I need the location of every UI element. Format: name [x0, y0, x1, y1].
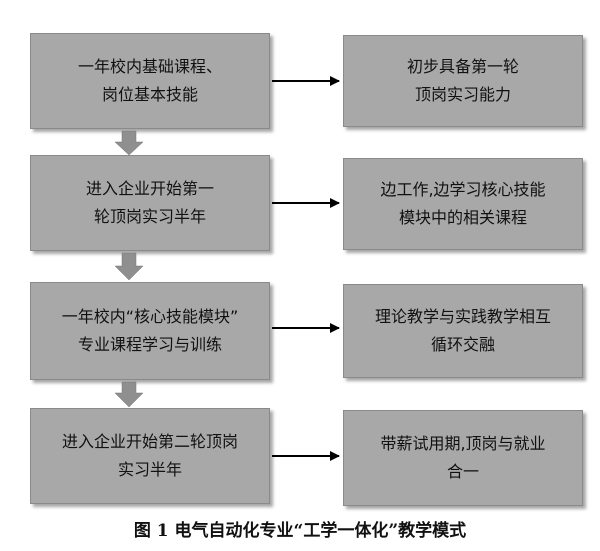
step-4-line-2: 实习半年 [117, 460, 182, 479]
outcome-box-2: 边工作,边学习核心技能 模块中的相关课程 [343, 158, 583, 250]
outcome-1-line-2: 顶岗实习能力 [414, 85, 511, 104]
outcome-1-line-1: 初步具备第一轮 [406, 57, 519, 76]
step-box-1: 一年校内基础课程、 岗位基本技能 [30, 33, 270, 129]
step-box-3: 一年校内“核心技能模块” 专业课程学习与训练 [30, 282, 270, 380]
outcome-2-line-1: 边工作,边学习核心技能 [380, 180, 546, 199]
step-box-4: 进入企业开始第二轮顶岗 实习半年 [30, 408, 270, 504]
down-arrow-3 [114, 381, 144, 408]
step-2-line-1: 进入企业开始第一 [85, 179, 214, 198]
step-3-line-2: 专业课程学习与训练 [77, 335, 222, 354]
step-4-line-1: 进入企业开始第二轮顶岗 [61, 432, 238, 451]
step-1-line-1: 一年校内基础课程、 [77, 57, 222, 76]
outcome-box-3: 理论教学与实践教学相互 循环交融 [343, 284, 583, 378]
down-arrow-1 [114, 130, 144, 156]
outcome-box-4: 带薪试用期,顶岗与就业 合一 [343, 410, 583, 506]
figure-caption: 图 1 电气自动化专业“工学一体化”教学模式 [133, 521, 467, 541]
outcome-box-1: 初步具备第一轮 顶岗实习能力 [343, 35, 583, 127]
outcome-4-line-2: 合一 [446, 462, 479, 481]
outcome-3-line-1: 理论教学与实践教学相互 [374, 307, 551, 326]
outcome-4-line-1: 带薪试用期,顶岗与就业 [380, 434, 546, 453]
step-2-line-2: 轮顶岗实习半年 [93, 207, 206, 226]
step-3-line-1: 一年校内“核心技能模块” [61, 307, 239, 326]
down-arrow-2 [114, 252, 144, 281]
outcome-3-line-2: 循环交融 [430, 335, 495, 354]
step-1-line-2: 岗位基本技能 [101, 85, 198, 104]
step-box-2: 进入企业开始第一 轮顶岗实习半年 [30, 155, 270, 251]
outcome-2-line-2: 模块中的相关课程 [398, 208, 527, 227]
